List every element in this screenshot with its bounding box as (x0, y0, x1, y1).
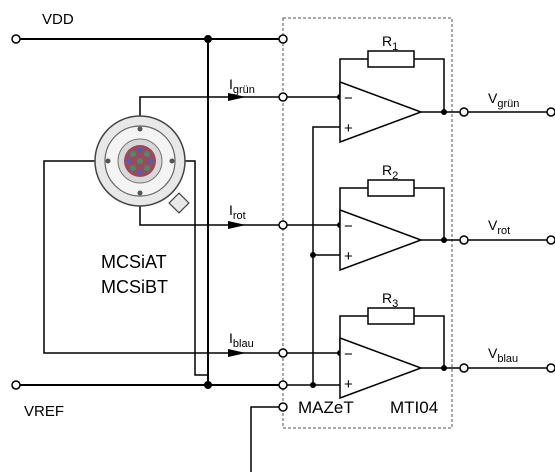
svg-text:−: − (344, 346, 353, 363)
amp-stage-blau: − + (287, 307, 464, 400)
outputs (459, 107, 555, 373)
output-rot-pin[interactable] (459, 235, 469, 245)
output-gruen-terminal[interactable] (546, 107, 555, 117)
vdd-rail (11, 34, 288, 44)
chip-vendor: MAZeT (298, 398, 354, 417)
sensor-name-a: MCSiAT (101, 252, 167, 272)
r2-label: R2 (382, 162, 398, 182)
v-gruen-label: Vgrün (488, 90, 519, 110)
r3-label: R3 (382, 290, 398, 310)
opamp-rot (339, 208, 424, 272)
svg-text:+: + (344, 248, 353, 265)
v-rot-label: Vrot (488, 217, 510, 237)
ic-vref-pin[interactable] (278, 380, 288, 390)
amp-stage-rot: − + (287, 179, 464, 272)
resistor-r1 (367, 50, 415, 68)
opamp-blau (339, 336, 424, 400)
vdd-terminal[interactable] (11, 34, 21, 44)
output-gruen-pin[interactable] (459, 107, 469, 117)
svg-text:+: + (344, 376, 353, 393)
sensor-tab (168, 192, 190, 214)
vref-label: VREF (24, 403, 64, 420)
v-blau-label: Vblau (488, 345, 518, 365)
r1-label: R1 (382, 33, 398, 53)
color-sensor-package (94, 115, 190, 214)
i-gruen-label: Igrün (229, 76, 255, 96)
output-rot-terminal[interactable] (546, 235, 555, 245)
i-rot-arrow (228, 221, 246, 229)
reference-bus (287, 126, 340, 388)
svg-text:+: + (344, 120, 353, 137)
amp-stage-gruen: − + (287, 50, 464, 144)
i-rot-label: Irot (229, 202, 246, 222)
control-pin (250, 402, 288, 472)
ic-input-gruen-pin[interactable] (278, 92, 288, 102)
svg-text:−: − (344, 218, 353, 235)
vref-terminal[interactable] (11, 380, 21, 390)
svg-text:−: − (344, 90, 353, 107)
resistor-r3 (367, 307, 415, 325)
opamp-gruen (339, 80, 424, 144)
ic-vdd-pin[interactable] (278, 34, 288, 44)
sensor-name-b: MCSiBT (101, 277, 168, 297)
i-blau-arrow (228, 349, 246, 357)
output-blau-pin[interactable] (459, 363, 469, 373)
chip-part: MTI04 (390, 398, 438, 417)
ic-input-blau-pin[interactable] (278, 348, 288, 358)
i-blau-label: Iblau (229, 330, 254, 350)
i-gruen-arrow (228, 93, 246, 101)
ic-input-rot-pin[interactable] (278, 220, 288, 230)
resistor-r2 (367, 179, 415, 197)
ic-control-pin[interactable] (278, 402, 288, 412)
vdd-label: VDD (42, 11, 74, 28)
output-blau-terminal[interactable] (546, 363, 555, 373)
